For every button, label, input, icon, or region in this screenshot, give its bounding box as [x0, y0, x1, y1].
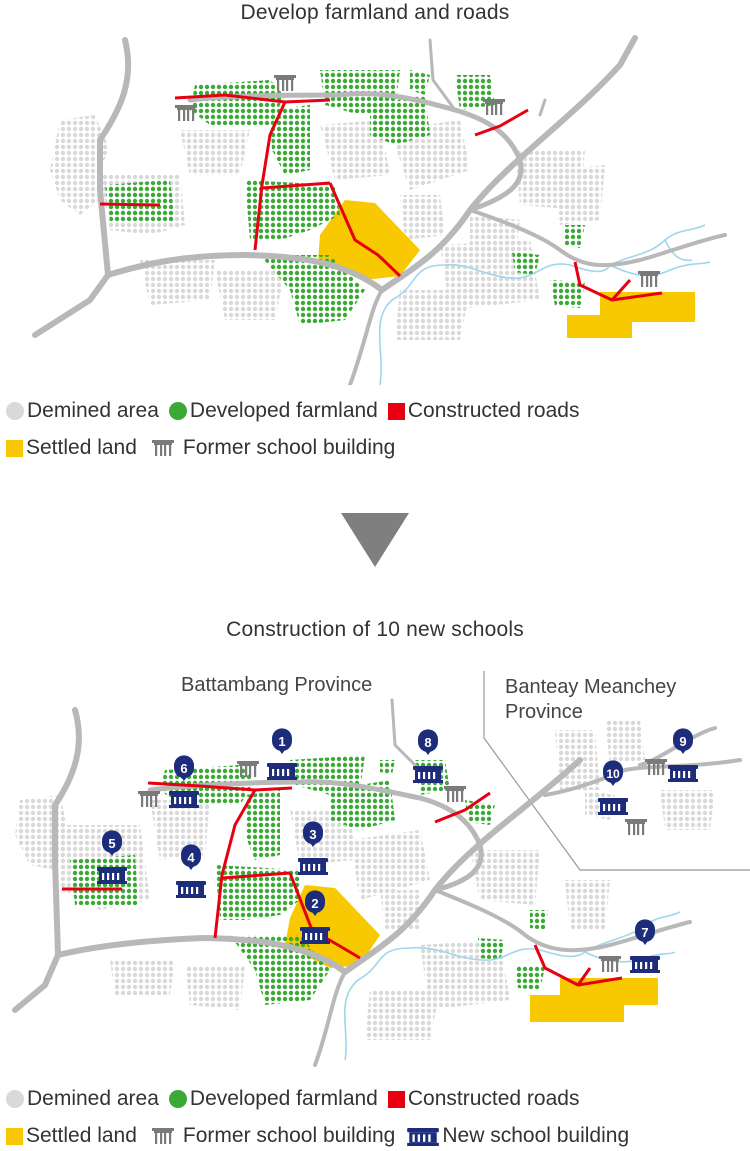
constructed-roads: [99, 93, 663, 302]
legend-bottom: Demined area Developed farmland Construc…: [6, 1084, 639, 1151]
school-markers: 1 2 3 4 5 6 7: [102, 728, 693, 945]
developed-farmland: [105, 70, 585, 325]
farmland-swatch: [168, 1090, 187, 1108]
roads-swatch: [387, 402, 405, 420]
new-school-7: [630, 956, 660, 973]
legend-demined-label: Demined area: [27, 399, 159, 422]
new-school-1: [267, 763, 297, 780]
settled-swatch: [6, 439, 23, 457]
settled-land: [318, 200, 695, 338]
legend-top: Demined area Developed farmland Construc…: [6, 396, 589, 463]
school-building-icon: [151, 1128, 174, 1144]
map-pin-icon: 9: [673, 728, 693, 754]
demined-swatch: [6, 402, 24, 420]
legend-farmland-label: Developed farmland: [189, 399, 378, 422]
map-pin-icon: 8: [418, 729, 438, 755]
marker-label: 6: [180, 761, 187, 776]
legend-former-school-label: Former school building: [182, 1124, 396, 1147]
roads-swatch: [387, 1090, 405, 1108]
farmland-swatch: [168, 402, 187, 420]
map-pin-icon: 6: [174, 755, 194, 781]
banteay-label-line1: Banteay Meanchey: [505, 676, 677, 698]
banteay-label-line2: Province: [505, 701, 583, 723]
legend-farmland-label: Developed farmland: [189, 1087, 378, 1110]
legend-roads-label: Constructed roads: [407, 1087, 580, 1110]
new-school-3: [298, 858, 328, 875]
legend-settled-label: Settled land: [26, 436, 137, 459]
map-pin-icon: 7: [635, 919, 655, 945]
marker-label: 3: [309, 827, 316, 842]
map-pin-icon: 10: [603, 760, 623, 786]
main-roads: [12, 698, 742, 1067]
new-school-9: [668, 765, 698, 782]
map-after: 1 2 3 4 5 6 7: [12, 671, 750, 1067]
map-before: [32, 35, 727, 385]
rivers: [378, 224, 711, 385]
map-pin-icon: 2: [305, 890, 325, 916]
legend-settled-label: Settled land: [26, 1124, 137, 1147]
top-title: Develop farmland and roads: [240, 1, 510, 24]
marker-label: 10: [606, 767, 620, 781]
legend-former-school-label: Former school building: [182, 436, 396, 459]
demined-swatch: [6, 1090, 24, 1108]
demined-areas: [50, 115, 605, 340]
new-school-building-icon: [407, 1127, 440, 1146]
new-school-6: [169, 791, 199, 808]
legend-new-school-label: New school building: [442, 1124, 630, 1147]
down-triangle-icon: [341, 513, 409, 567]
settled-swatch: [6, 1127, 23, 1145]
marker-label: 4: [187, 850, 195, 865]
marker-label: 2: [311, 896, 318, 911]
marker-label: 9: [679, 734, 686, 749]
new-school-8: [413, 766, 443, 783]
new-school-4: [176, 881, 206, 898]
map-pin-icon: 3: [303, 821, 323, 847]
battambang-label: Battambang Province: [181, 674, 373, 696]
new-school-10: [598, 798, 628, 815]
new-school-5: [97, 867, 127, 884]
map-pin-icon: 4: [181, 844, 201, 870]
bottom-title: Construction of 10 new schools: [226, 618, 524, 641]
marker-label: 5: [108, 836, 115, 851]
legend-roads-label: Constructed roads: [407, 399, 580, 422]
new-school-2: [300, 927, 330, 944]
map-pin-icon: 5: [102, 830, 122, 856]
legend-demined-label: Demined area: [27, 1087, 159, 1110]
school-building-icon: [151, 440, 174, 456]
map-pin-icon: 1: [272, 728, 292, 754]
marker-label: 1: [278, 734, 285, 749]
marker-label: 8: [424, 735, 431, 750]
marker-label: 7: [641, 925, 648, 940]
